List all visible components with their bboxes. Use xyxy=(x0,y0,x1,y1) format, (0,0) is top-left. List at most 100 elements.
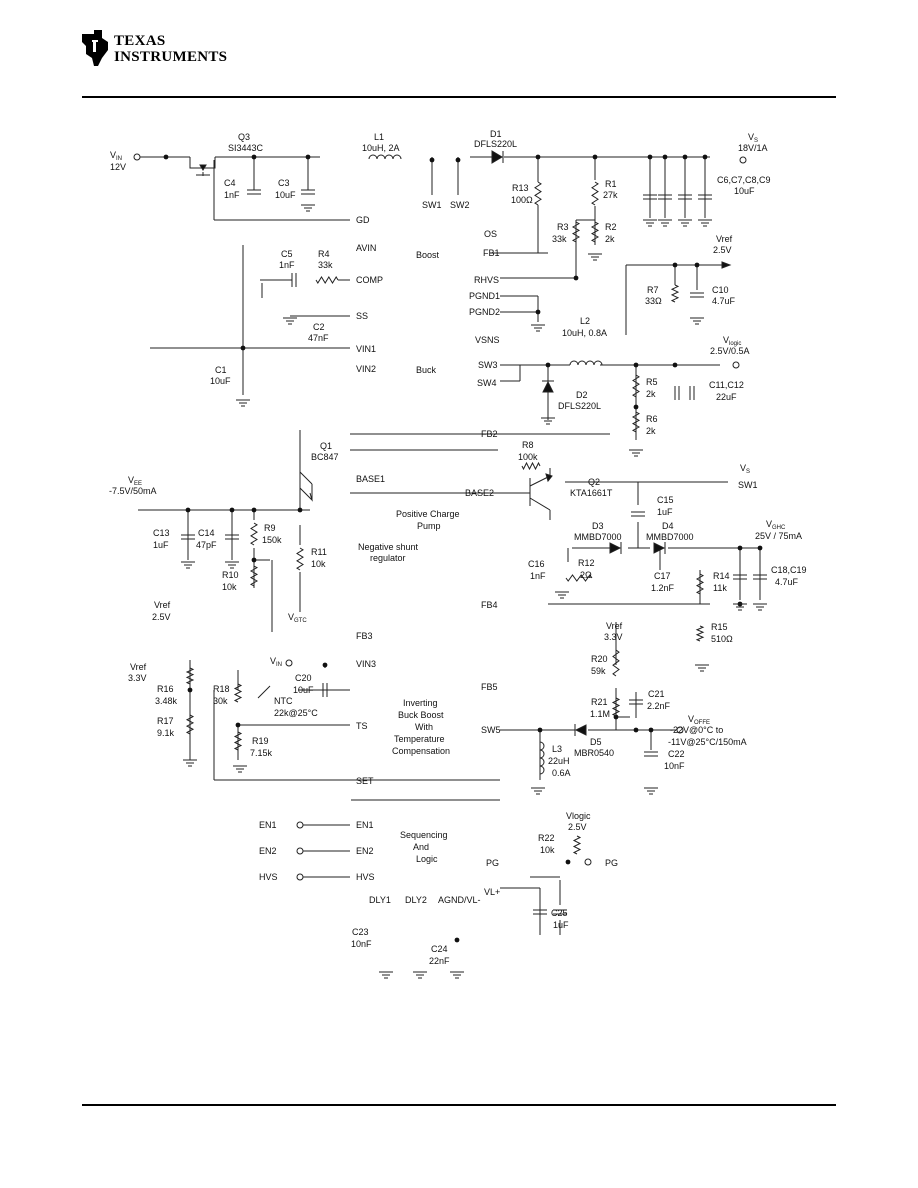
label-c22: C22 xyxy=(668,749,685,759)
label-r2_val: 2k xyxy=(605,234,615,244)
label-r5_val: 2k xyxy=(646,389,656,399)
terminal-pin xyxy=(584,858,592,866)
label-l2: L2 xyxy=(580,316,590,326)
label-r10: R10 xyxy=(222,570,239,580)
junction-dot xyxy=(187,687,193,693)
label-d1_part: DFLS220L xyxy=(474,139,517,149)
resistor xyxy=(591,181,599,206)
transistor xyxy=(529,497,551,511)
label-r15: R15 xyxy=(711,622,728,632)
label-en2r: EN2 xyxy=(356,846,374,856)
logo-text-line1: TEXAS xyxy=(114,33,166,49)
label-vlogic2: Vlogic xyxy=(566,811,591,821)
junction-dot xyxy=(672,262,678,268)
label-vref2_val: 2.5V xyxy=(152,612,171,622)
label-pgnd2: PGND2 xyxy=(469,307,500,317)
label-d5: D5 xyxy=(590,737,602,747)
label-fb5: FB5 xyxy=(481,682,498,692)
label-r20: R20 xyxy=(591,654,608,664)
resistor xyxy=(612,649,620,677)
label-en2l: EN2 xyxy=(259,846,277,856)
junction-dot xyxy=(322,662,328,668)
label-pg2: PG xyxy=(605,858,618,868)
label-ntc: NTC xyxy=(274,696,293,706)
label-subscript: GTC xyxy=(294,618,307,624)
label-ibb4: Temperature xyxy=(394,734,445,744)
resistor xyxy=(249,565,259,587)
ti-chip-icon xyxy=(82,30,108,66)
label-q3: Q3 xyxy=(238,132,250,142)
junction-dot xyxy=(535,154,541,160)
label-c11_val: 22uF xyxy=(716,392,737,402)
label-vref2: Vref xyxy=(154,600,171,610)
resistor xyxy=(695,573,705,595)
junction-dot xyxy=(455,157,461,163)
label-r8: R8 xyxy=(522,440,534,450)
label-c3_val: 10uF xyxy=(275,190,296,200)
label-q1: Q1 xyxy=(320,441,332,451)
label-r12: R12 xyxy=(578,558,595,568)
label-c10_val: 4.7uF xyxy=(712,296,736,306)
label-q2: Q2 xyxy=(588,477,600,487)
resistor xyxy=(233,731,243,751)
junction-dot xyxy=(235,722,241,728)
junction-dot xyxy=(565,859,571,865)
label-c22_val: 10nF xyxy=(664,761,685,771)
diode xyxy=(653,542,666,554)
label-r7: R7 xyxy=(647,285,659,295)
label-c15: C15 xyxy=(657,495,674,505)
label-c17_val: 1.2nF xyxy=(651,583,675,593)
resistor xyxy=(571,221,581,243)
label-l3_val: 22uH xyxy=(548,756,570,766)
label-vin: VIN xyxy=(110,150,122,162)
label-r21: R21 xyxy=(591,697,608,707)
junction-dot xyxy=(573,275,579,281)
label-d1: D1 xyxy=(490,129,502,139)
label-c1_val: 10uF xyxy=(210,376,231,386)
resistor xyxy=(233,683,243,703)
label-fb4: FB4 xyxy=(481,600,498,610)
label-ibb3: With xyxy=(415,722,433,732)
label-vlogic2_val: 2.5V xyxy=(568,822,587,832)
resistor xyxy=(315,276,339,284)
label-negsh1: Negative shunt xyxy=(358,542,419,552)
label-voffe_v1: -22V@0°C to xyxy=(670,725,723,735)
label-d5_part: MBR0540 xyxy=(574,748,614,758)
label-ss: SS xyxy=(356,311,368,321)
label-r13: R13 xyxy=(512,183,529,193)
label-sw5: SW5 xyxy=(481,725,501,735)
label-base1: BASE1 xyxy=(356,474,385,484)
label-vin1: VIN1 xyxy=(356,344,376,354)
label-vin3: VIN3 xyxy=(356,659,376,669)
junction-dot xyxy=(537,727,543,733)
label-l3_i: 0.6A xyxy=(552,768,571,778)
junction-dot xyxy=(545,362,551,368)
header-rule xyxy=(82,96,836,98)
label-r18: R18 xyxy=(213,684,230,694)
diode xyxy=(542,380,554,393)
label-d3: D3 xyxy=(592,521,604,531)
label-c6_val: 10uF xyxy=(734,186,755,196)
junction-dot xyxy=(682,154,688,160)
resistor xyxy=(296,547,304,571)
label-boost: Boost xyxy=(416,250,440,260)
inductor xyxy=(368,154,402,160)
resistor xyxy=(632,374,640,398)
label-r1_val: 27k xyxy=(603,190,618,200)
label-r9_val: 150k xyxy=(262,535,282,545)
label-sw3: SW3 xyxy=(478,360,498,370)
label-subscript: IN xyxy=(116,156,122,162)
label-l3: L3 xyxy=(552,744,562,754)
label-c18: C18,C19 xyxy=(771,565,807,575)
label-c15_val: 1uF xyxy=(657,507,673,517)
transistor xyxy=(299,471,313,485)
label-c13: C13 xyxy=(153,528,170,538)
junction-dot xyxy=(633,727,639,733)
schematic-components xyxy=(133,150,767,979)
resistor xyxy=(185,714,195,735)
inductor xyxy=(539,741,545,775)
label-vin_val: 12V xyxy=(110,162,126,172)
label-vsns: VSNS xyxy=(475,335,500,345)
